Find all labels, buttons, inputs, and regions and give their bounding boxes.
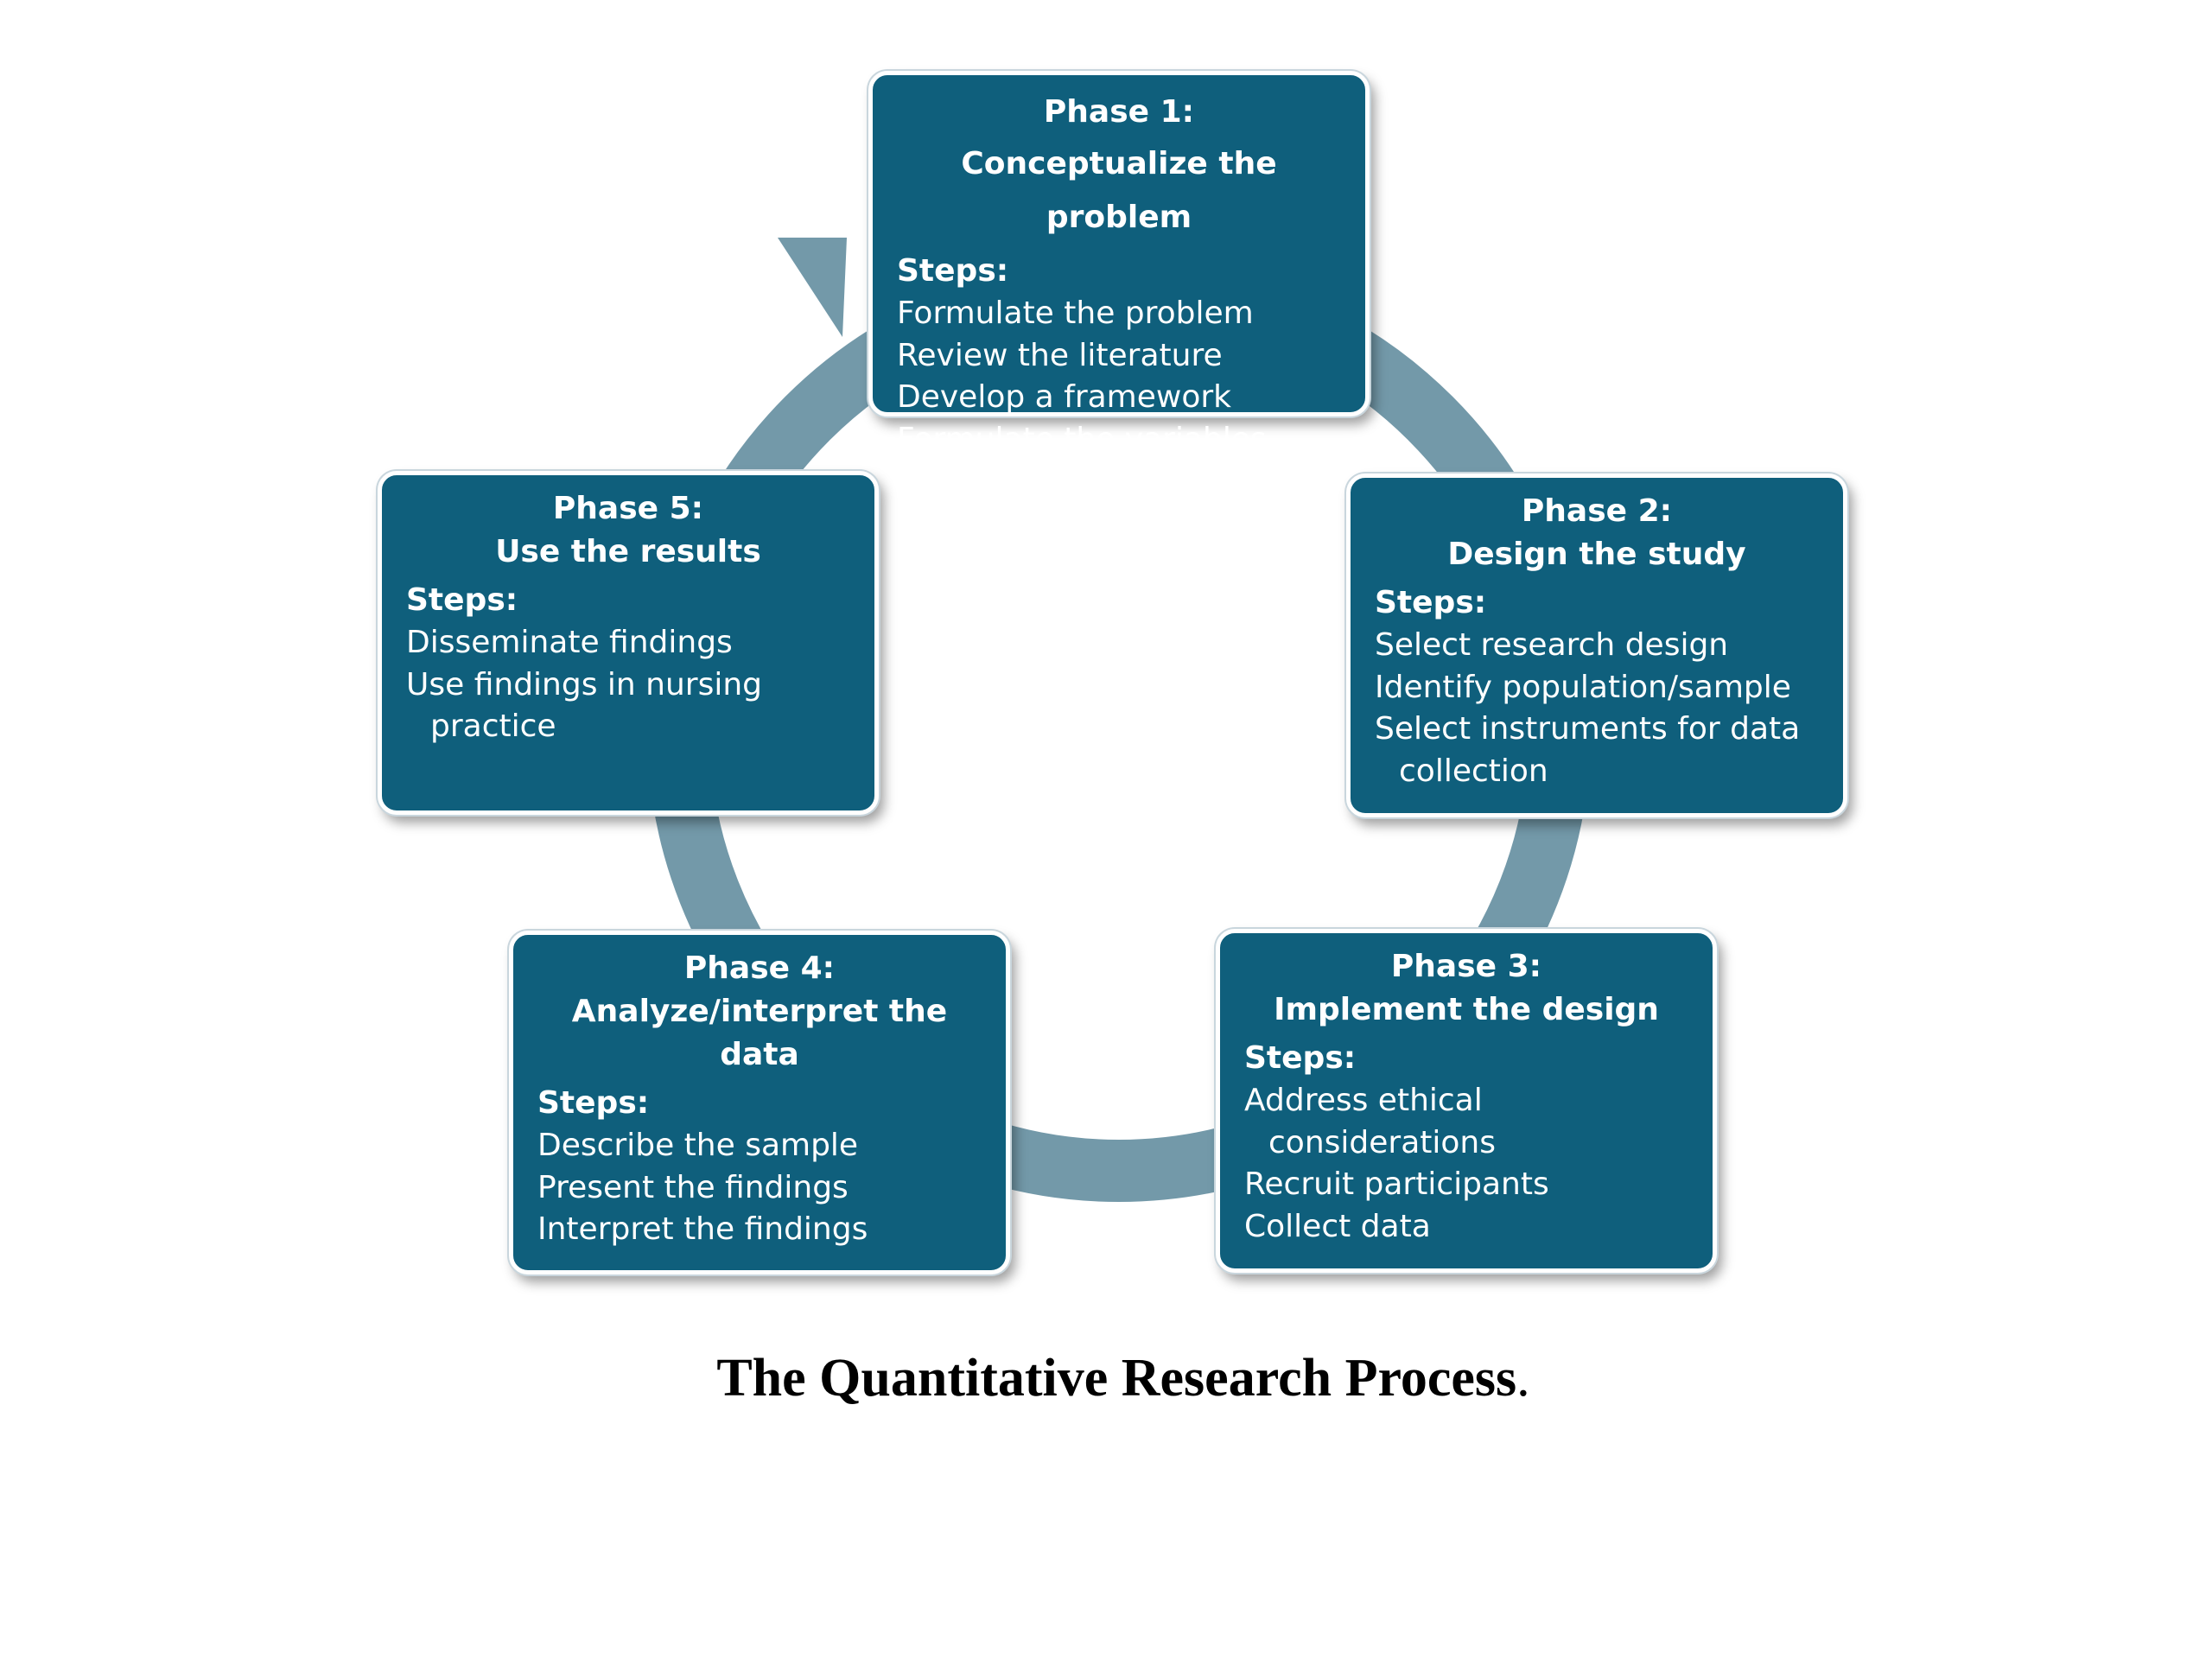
- step-item: Interpret the findings: [537, 1211, 868, 1247]
- phase-2-heading: Design the study: [1447, 537, 1746, 572]
- step-item: Address ethical considerations: [1244, 1083, 1496, 1160]
- phase-3-heading: Implement the design: [1274, 992, 1659, 1027]
- phase-1-step-list: Formulate the problem Review the literat…: [897, 293, 1341, 461]
- phase-3-step-list: Address ethical considerations Recruit p…: [1244, 1080, 1688, 1248]
- phase-3-steps-label: Steps:: [1244, 1040, 1357, 1076]
- phase-1-steps-label: Steps:: [897, 253, 1009, 289]
- phase-2-box: Phase 2: Design the study Steps: Select …: [1346, 474, 1847, 817]
- caption-text: The Quantitative Research Process: [716, 1349, 1517, 1408]
- phase-5-step-list: Disseminate findings Use findings in nur…: [406, 622, 850, 748]
- step-item: Present the findings: [537, 1169, 849, 1205]
- step-item: Identify population/sample: [1375, 669, 1791, 705]
- phase-1-heading: Conceptualize the problem: [961, 146, 1277, 235]
- step-item: Select research design: [1375, 627, 1729, 663]
- step-item: Use findings in nursing practice: [406, 666, 763, 745]
- phase-5-box: Phase 5: Use the results Steps: Dissemin…: [378, 471, 879, 815]
- phase-2-steps-label: Steps:: [1375, 585, 1487, 620]
- phase-4-title: Phase 4:: [683, 950, 836, 986]
- phase-1-box: Phase 1: Conceptualize the problem Steps…: [868, 71, 1370, 457]
- step-item: Develop a framework: [897, 379, 1232, 415]
- phase-3-title: Phase 3:: [1390, 949, 1542, 984]
- step-item: Select instruments for data collection: [1375, 711, 1801, 789]
- phase-3-box: Phase 3: Implement the design Steps: Add…: [1216, 929, 1717, 1273]
- figure-caption: The Quantitative Research Process.: [0, 1348, 2212, 1409]
- step-item: Recruit participants: [1244, 1166, 1549, 1202]
- caption-period: .: [1516, 1349, 1530, 1408]
- phase-5-title: Phase 5:: [552, 491, 704, 526]
- step-item: Disseminate findings: [406, 625, 733, 660]
- phase-5-heading: Use the results: [495, 534, 761, 569]
- step-item: Collect data: [1244, 1208, 1431, 1244]
- step-item: Formulate the variables: [897, 421, 1267, 457]
- phase-4-steps-label: Steps:: [537, 1085, 650, 1121]
- step-item: Review the literature: [897, 337, 1223, 373]
- phase-5-steps-label: Steps:: [406, 582, 518, 618]
- cycle-arrow-icon: [778, 238, 847, 337]
- step-item: Describe the sample: [537, 1128, 859, 1163]
- step-item: Formulate the problem: [897, 296, 1254, 331]
- phase-4-heading: Analyze/interpret the data: [571, 994, 948, 1072]
- phase-4-box: Phase 4: Analyze/interpret the data Step…: [509, 931, 1010, 1274]
- phase-2-step-list: Select research design Identify populati…: [1375, 625, 1819, 792]
- phase-4-step-list: Describe the sample Present the findings…: [537, 1125, 982, 1251]
- phase-1-title: Phase 1:: [1043, 94, 1195, 130]
- phase-2-title: Phase 2:: [1521, 493, 1673, 529]
